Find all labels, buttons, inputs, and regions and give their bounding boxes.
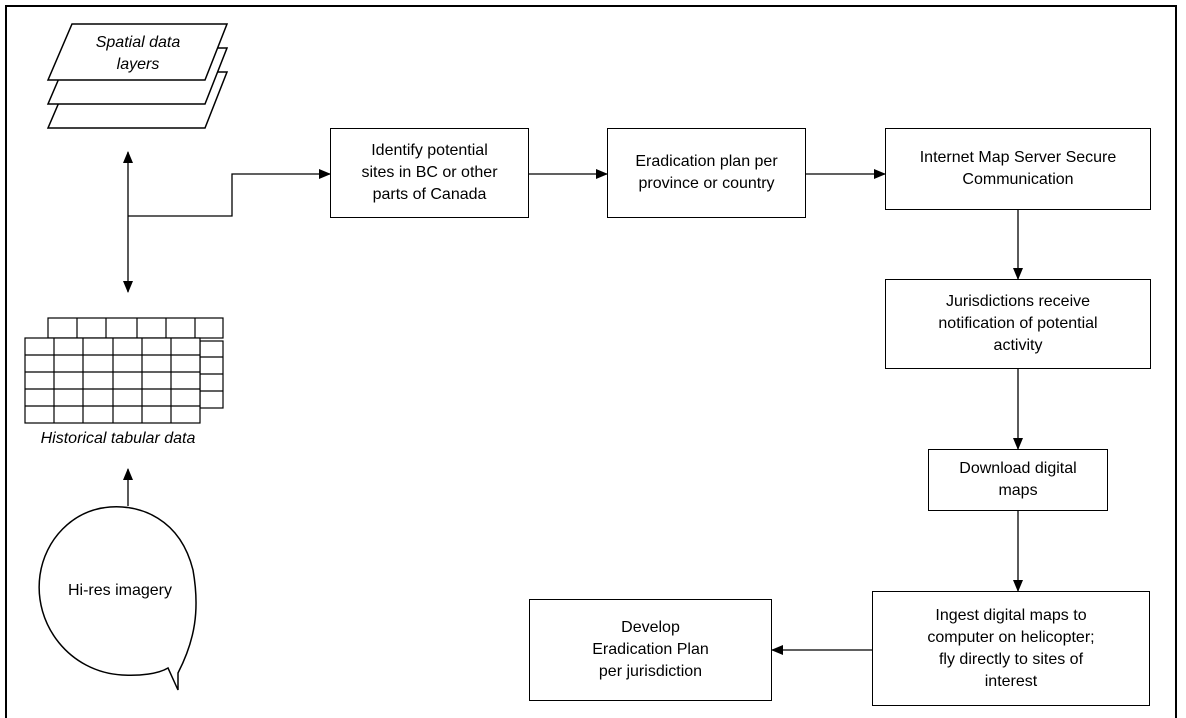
download-maps-box: Download digital maps (928, 449, 1108, 511)
develop-plan-box: Develop Eradication Plan per jurisdictio… (529, 599, 772, 701)
tabular-data-icon (24, 317, 224, 424)
imagery-label: Hi-res imagery (67, 582, 172, 599)
identify-sites-box: Identify potential sites in BC or other … (330, 128, 529, 218)
eradication-plan-text: Eradication plan per province or country (635, 153, 778, 192)
arrow-to-identify (128, 169, 331, 217)
internet-map-server-text: Internet Map Server Secure Communication (919, 149, 1117, 188)
spatial-layers-icon (46, 23, 229, 129)
ingest-maps-text: Ingest digital maps to computer on helic… (927, 606, 1095, 690)
ingest-maps-box: Ingest digital maps to computer on helic… (872, 591, 1150, 706)
jurisdictions-text: Jurisdictions receive notification of po… (938, 293, 1098, 354)
eradication-plan-box: Eradication plan per province or country (607, 128, 806, 218)
download-maps-text: Download digital maps (959, 460, 1077, 499)
spatial-layers-label: Spatial data layers (95, 34, 181, 73)
imagery-bubble-shape (38, 506, 197, 691)
identify-sites-text: Identify potential sites in BC or other … (361, 142, 498, 203)
tabular-data-label: Historical tabular data (40, 430, 196, 447)
internet-map-server-box: Internet Map Server Secure Communication (885, 128, 1151, 210)
diagram-frame (5, 5, 1177, 718)
jurisdictions-box: Jurisdictions receive notification of po… (885, 279, 1151, 369)
develop-plan-text: Develop Eradication Plan per jurisdictio… (592, 619, 709, 680)
